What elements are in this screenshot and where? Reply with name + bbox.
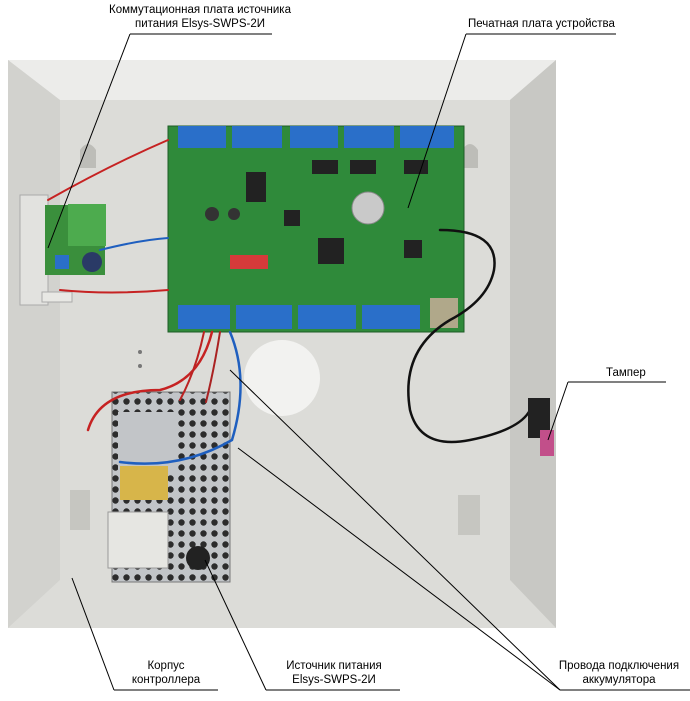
psu-illustration	[107, 391, 231, 583]
housing-label-line1: Корпус	[147, 660, 185, 672]
pcb-illustration	[167, 125, 465, 333]
psu-label: Источник питания Elsys-SWPS-2И	[272, 659, 396, 687]
wires-illustration	[47, 139, 532, 465]
battery-wires-label: Провода подключения аккумулятора	[552, 659, 686, 687]
comm-board-label-line2: питания Elsys-SWPS-2И	[134, 18, 266, 30]
psu-label-line1: Источник питания	[286, 660, 382, 672]
leader-lines	[47, 33, 690, 691]
battery-wires-label-line1: Провода подключения	[558, 660, 680, 672]
tamper-label-line1: Тампер	[606, 367, 646, 379]
battery-wires-label-line2: аккумулятора	[582, 674, 656, 686]
housing-label: Корпус контроллера	[118, 659, 214, 687]
pcb-label: Печатная плата устройства	[468, 17, 615, 31]
comm-board-illustration	[19, 194, 106, 306]
psu-label-line2: Elsys-SWPS-2И	[292, 674, 376, 686]
tamper-illustration	[528, 398, 554, 456]
housing-label-line2: контроллера	[131, 674, 201, 686]
comm-board-label-line1: Коммутационная плата источника	[109, 4, 291, 16]
pcb-label-line1: Печатная плата устройства	[468, 18, 615, 30]
tamper-label: Тампер	[606, 366, 646, 380]
comm-board-label: Коммутационная плата источника питания E…	[92, 3, 308, 31]
